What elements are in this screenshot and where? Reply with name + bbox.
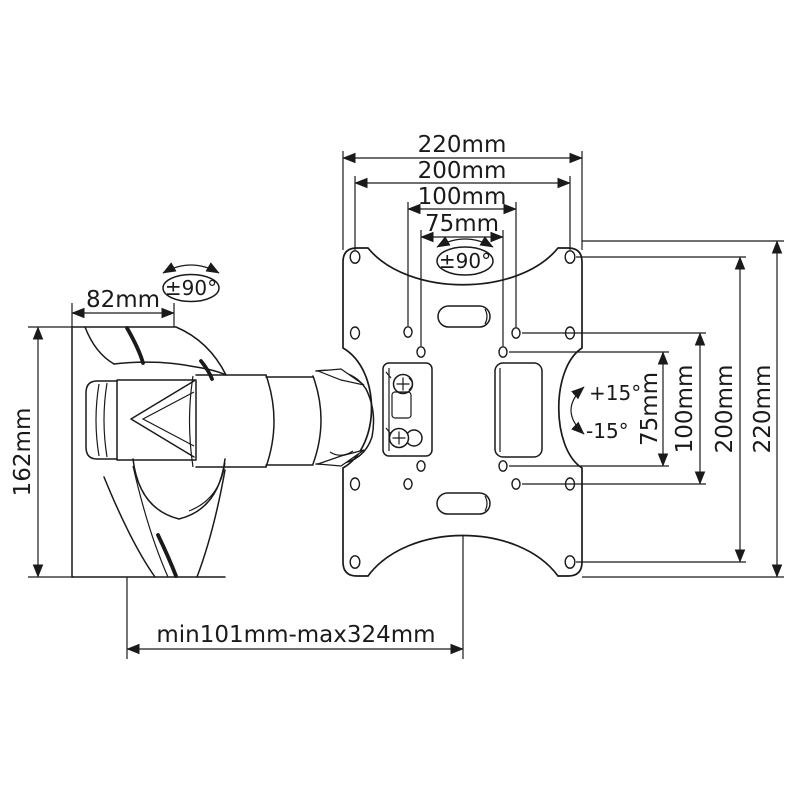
wing-bottom-mid — [132, 465, 169, 578]
wing-top-lower — [113, 361, 227, 376]
hinge-window — [391, 391, 412, 419]
knuckle-cap — [85, 380, 118, 460]
arm-socket-notch-bottom — [317, 449, 365, 467]
collar-accent — [199, 359, 214, 381]
dim-label-height-75: 75mm — [637, 372, 663, 446]
dim-label-depth-82: 82mm — [86, 287, 160, 313]
lower-cup-inner — [188, 462, 226, 512]
wing-top-arc — [84, 326, 115, 365]
arm-back-cap — [188, 375, 194, 468]
dim-label-height-200: 200mm — [712, 365, 738, 454]
vesa-hole-75 — [416, 346, 426, 358]
plate-swivel-arrow-icon — [436, 236, 494, 248]
arm-swivel-arrow-icon — [162, 262, 220, 274]
dim-label-height-100: 100mm — [672, 365, 698, 454]
ext-line — [354, 176, 571, 250]
tilt-up-label: +15° — [589, 381, 641, 405]
dim-label-width-100: 100mm — [418, 184, 507, 210]
dim-label-height-220: 220mm — [750, 365, 776, 454]
vesa-plate — [342, 236, 585, 577]
wing-bottom-accent — [156, 533, 178, 578]
cable-slot-top — [437, 305, 491, 328]
tilt-arrow-icon — [570, 386, 585, 435]
vesa-plate-outline — [342, 247, 583, 577]
arm-socket-notch-top — [317, 368, 365, 386]
cable-slot-bottom-edge — [484, 495, 488, 512]
wing-top-accent — [125, 326, 145, 365]
vesa-hole — [349, 555, 361, 569]
cable-slot-top-edge — [484, 308, 488, 325]
vesa-hole-100 — [511, 327, 521, 339]
tilt-down-label: -15° — [586, 419, 629, 443]
plate-slot-right — [494, 362, 543, 458]
hinge-screw-top-cap — [408, 377, 414, 391]
vesa-hole — [564, 250, 576, 264]
vesa-hole-100 — [403, 326, 413, 338]
vesa-hole — [349, 326, 361, 340]
hinge-screw-top-slot — [396, 377, 410, 391]
vesa-hole — [349, 477, 361, 491]
ext-line — [582, 240, 784, 578]
knuckle-cap-arc — [103, 382, 108, 458]
knuckle-chevron — [130, 380, 195, 458]
ext-line — [420, 230, 504, 346]
wing-bottom-outer — [196, 469, 226, 578]
vesa-hole — [564, 555, 576, 569]
knuckle-cap-arc — [95, 383, 100, 457]
arm-socket-detail — [329, 450, 354, 456]
vesa-hole-75 — [416, 460, 426, 472]
ext-line — [342, 151, 583, 250]
vesa-hole-100 — [403, 478, 413, 490]
ext-line — [509, 351, 669, 467]
knuckle-block — [116, 379, 197, 461]
ext-line — [407, 202, 517, 327]
vesa-hole — [349, 250, 361, 264]
hinge-bracket-outline — [382, 362, 433, 457]
cable-slot-bottom — [436, 492, 491, 515]
wing-bottom-inner — [103, 476, 156, 578]
ext-line — [576, 256, 746, 563]
arm-swivel-ellipse — [162, 273, 220, 303]
articulating-arm — [162, 262, 375, 468]
dim-label-width-200: 200mm — [418, 158, 507, 184]
arm-segment-1-cap — [265, 374, 275, 468]
wing-top-outer — [175, 326, 227, 376]
dim-label-width-75: 75mm — [425, 211, 499, 237]
ext-line — [522, 332, 706, 485]
arm-segment-2-cap — [312, 375, 322, 465]
dimension-annotations — [28, 151, 784, 659]
plate-swivel-label: ±90° — [439, 249, 491, 273]
vesa-hole-100 — [511, 478, 521, 490]
arm-socket — [315, 369, 375, 465]
dim-label-height-162: 162mm — [10, 408, 36, 497]
hinge-bracket — [382, 362, 433, 457]
lower-cup — [132, 458, 226, 520]
vesa-hole-75 — [498, 346, 508, 358]
dimension-labels: 220mm 200mm 100mm 75mm 82mm ±90° ±90° +1… — [10, 132, 776, 648]
arm-swivel-label: ±90° — [165, 276, 217, 300]
dim-label-width-220: 220mm — [418, 132, 507, 158]
wall-bracket — [71, 326, 227, 578]
dim-label-extension-range: min101mm-max324mm — [156, 622, 435, 648]
arm-segment-2 — [265, 376, 314, 466]
vesa-hole-75 — [498, 460, 508, 472]
knuckle-chevron-inner — [141, 391, 195, 447]
arm-segment-1 — [195, 374, 267, 468]
hinge-screw-bottom-slot — [392, 431, 406, 445]
